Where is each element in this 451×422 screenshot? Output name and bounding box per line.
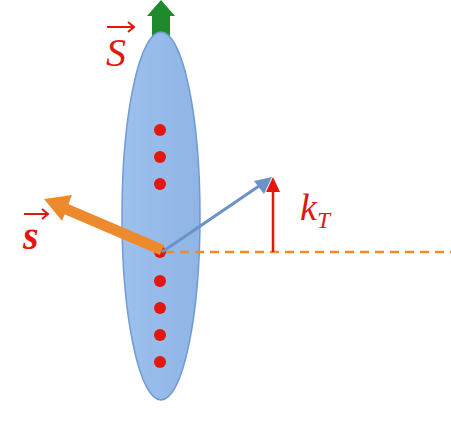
momentum-arrow — [162, 184, 262, 252]
vector-label: S — [106, 33, 126, 73]
kt-label: kT — [300, 188, 330, 226]
kt-subscript: T — [317, 207, 330, 233]
vector-label: s — [23, 216, 39, 256]
quark-spin-head — [44, 195, 72, 221]
vector-accents — [24, 22, 134, 219]
kt-symbol: k — [300, 186, 317, 228]
quark-spin-arrow — [66, 209, 162, 250]
axis-line — [165, 251, 451, 254]
spin-head — [147, 0, 175, 16]
proton-ellipse — [122, 32, 200, 400]
kt-arrow — [272, 190, 275, 252]
kt-head — [266, 177, 280, 192]
